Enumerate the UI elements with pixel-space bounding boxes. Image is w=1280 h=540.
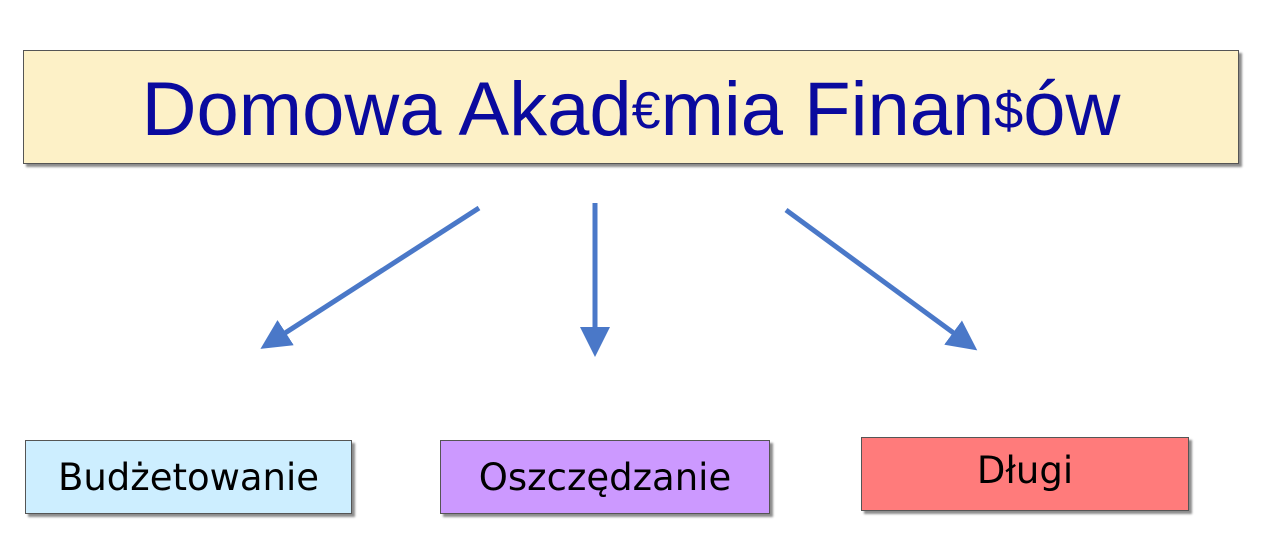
arrow-to-budget [260,205,481,349]
node-debts-label: Długi [976,448,1074,492]
title-part-2: mia Finan [660,67,995,152]
diagram-title: Domowa Akad€mia Finan$ów [142,66,1121,148]
title-box: Domowa Akad€mia Finan$ów [23,50,1239,164]
node-debts: Długi [861,437,1189,511]
title-part-1: Domowa Akad [141,67,632,152]
dollar-symbol: $ [994,82,1024,140]
euro-symbol: € [631,82,661,140]
arrow-to-debts [784,207,978,351]
node-budgeting-label: Budżetowanie [57,455,320,499]
title-part-3: ów [1023,67,1121,152]
node-budgeting: Budżetowanie [25,440,352,514]
node-savings-label: Oszczędzanie [478,455,732,499]
node-savings: Oszczędzanie [440,440,770,514]
